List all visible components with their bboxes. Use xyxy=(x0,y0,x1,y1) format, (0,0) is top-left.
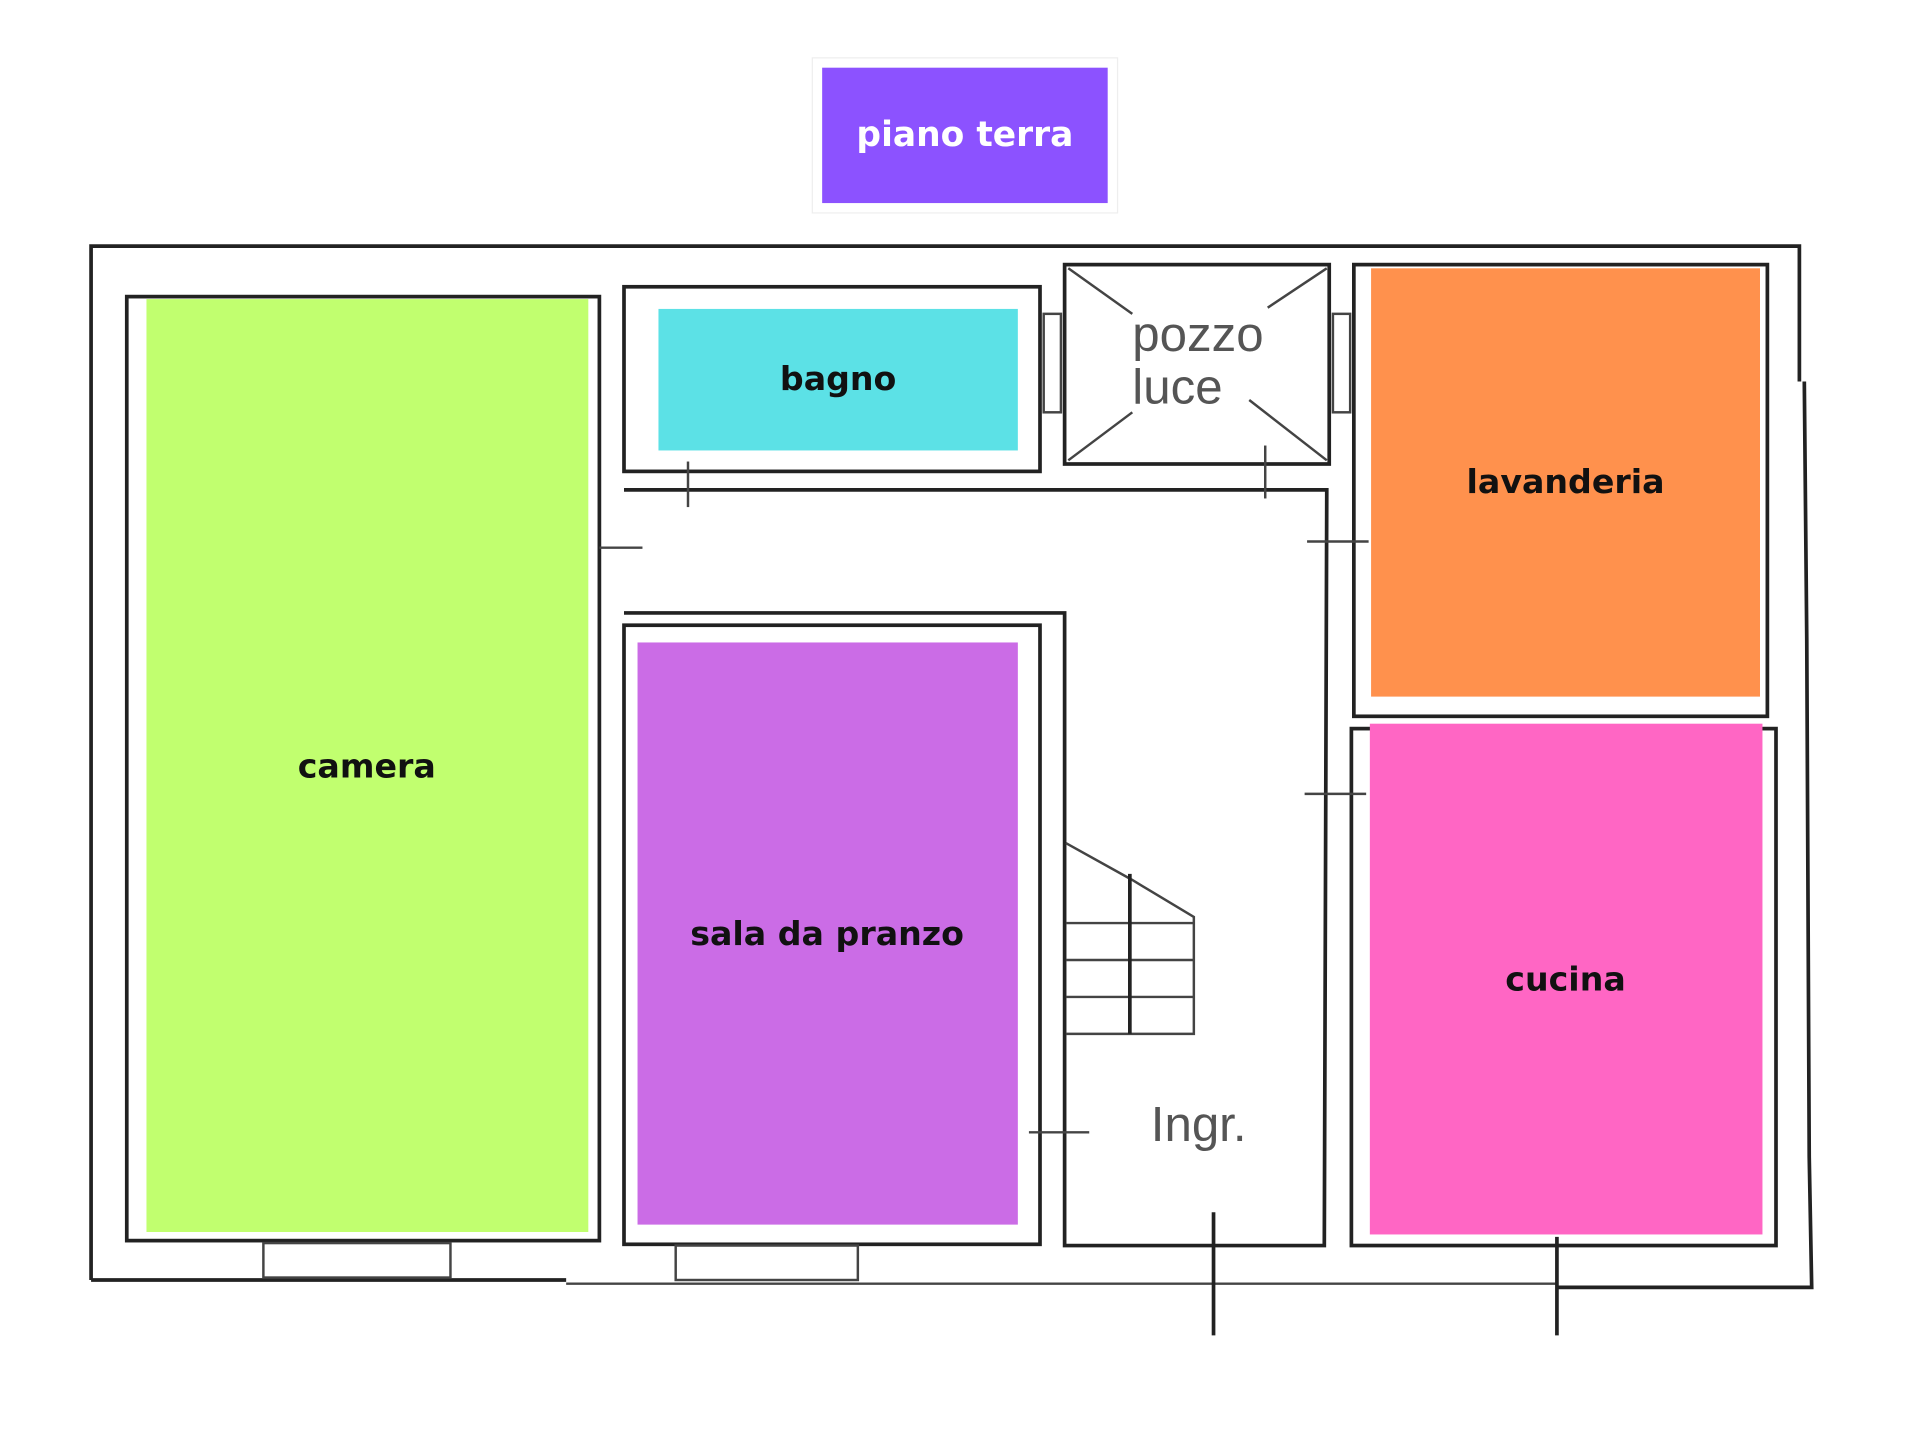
room-label-bagno: bagno xyxy=(780,359,896,398)
pozzo-label: pozzo xyxy=(1132,307,1263,362)
room-label-camera: camera xyxy=(298,746,436,785)
room-cucina: cucina xyxy=(1369,723,1763,1235)
walls xyxy=(89,244,1814,1336)
room-camera: camera xyxy=(146,299,589,1233)
title: piano terra xyxy=(856,115,1073,155)
room-label-cucina: cucina xyxy=(1505,959,1625,998)
room-bagno: bagno xyxy=(658,308,1018,451)
title-badge: piano terra xyxy=(811,57,1119,214)
luce-label: luce xyxy=(1132,360,1222,415)
room-label-lavanderia: lavanderia xyxy=(1467,462,1665,501)
room-sala-da-pranzo: sala da pranzo xyxy=(637,642,1018,1225)
ingresso-label: Ingr. xyxy=(1151,1097,1247,1152)
room-label-sala: sala da pranzo xyxy=(690,914,964,953)
room-lavanderia: lavanderia xyxy=(1371,268,1760,697)
